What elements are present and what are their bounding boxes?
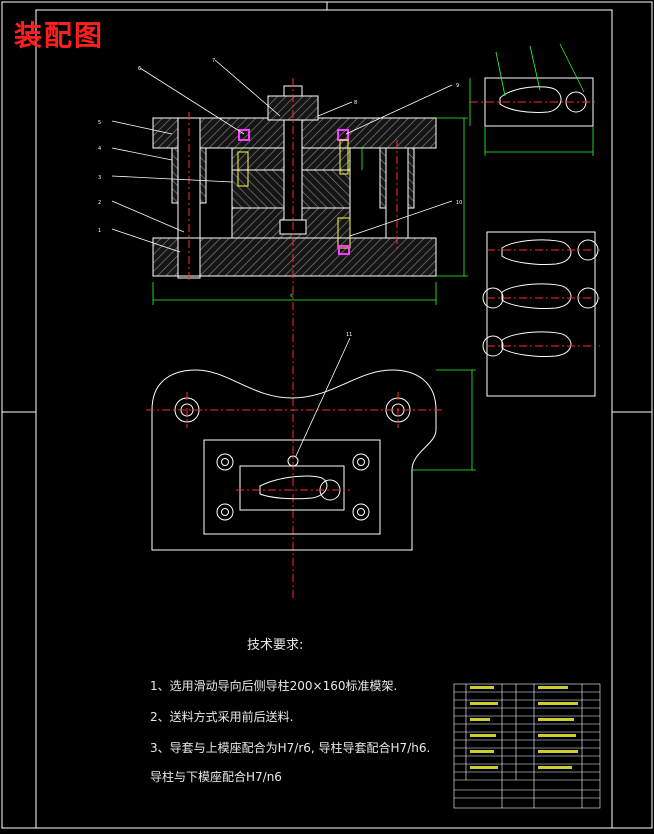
part-number-label: 10: [456, 200, 462, 206]
part-number-label: 5: [98, 120, 101, 126]
inner-frame: [35, 9, 613, 829]
part-number-label: 3: [98, 175, 101, 181]
part-view-top-right: [469, 43, 598, 156]
title-block: [453, 683, 601, 809]
part-number-label: 8: [354, 100, 357, 106]
part-number-label: 7: [212, 58, 215, 64]
frame-ticks: [2, 2, 652, 413]
drawing-title: 装配图: [14, 19, 105, 52]
part-number-label: 2: [98, 200, 101, 206]
part-number-label: 9: [456, 83, 459, 89]
part-number-label: 6: [138, 66, 141, 72]
section-view: Ф: [111, 59, 468, 600]
part-number-label: 1: [98, 228, 101, 234]
strip-layout: [482, 231, 600, 397]
requirement-item-1: 1、选用滑动导向后侧导柱200×160标准模架.: [150, 679, 398, 693]
requirement-item-4: 导柱与下模座配合H7/n6: [150, 770, 282, 784]
pin-lower-right: [337, 217, 351, 249]
screw-upper-left: [238, 129, 250, 141]
requirement-item-2: 2、送料方式采用前后送料.: [150, 710, 294, 724]
requirement-item-3: 3、导套与上模座配合为H7/r6, 导柱导套配合H7/h6.: [150, 741, 431, 755]
part-number-label: 11: [346, 332, 352, 338]
technical-requirements-heading: 技术要求:: [247, 638, 304, 653]
plan-view: [146, 337, 476, 551]
title-block-entries: [470, 686, 578, 769]
part-number-label: 4: [98, 146, 101, 152]
svg-text:Ф: Ф: [290, 293, 294, 298]
